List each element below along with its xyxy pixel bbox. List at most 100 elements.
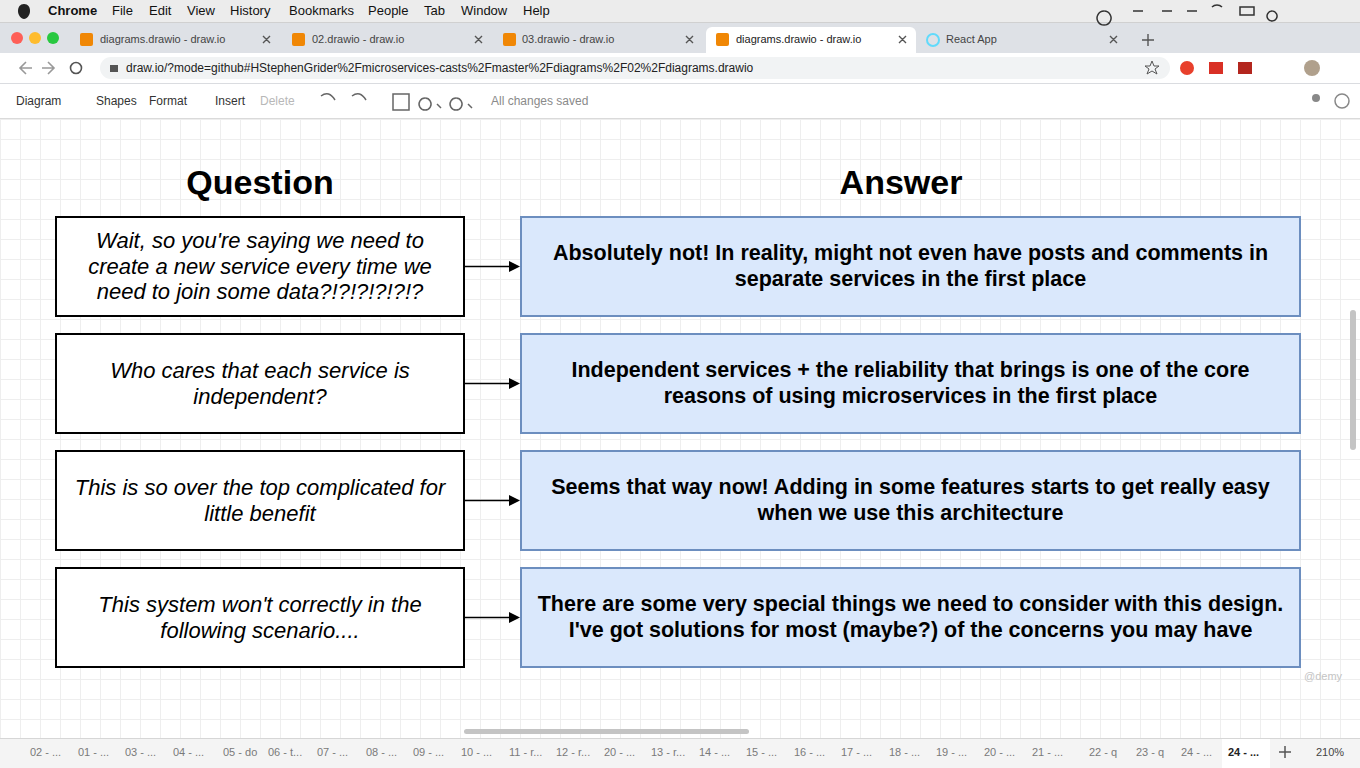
zoom-level: 210% <box>1316 746 1344 759</box>
lock <box>110 65 118 72</box>
tab-title: 02.drawio - draw.io <box>312 33 404 46</box>
min-dot <box>29 32 41 44</box>
menu-item: Help <box>523 3 550 19</box>
toolbar-item: Shapes <box>96 94 137 108</box>
answer-box: Seems that way now! Adding in some featu… <box>520 450 1301 551</box>
arrow-head <box>509 612 520 623</box>
page-tab: 11 - r... <box>509 746 542 759</box>
toolbar-item: Diagram <box>16 94 61 108</box>
favicon <box>80 33 93 46</box>
page-tab: 12 - r... <box>556 746 590 759</box>
page-tab: 03 - ... <box>125 746 156 759</box>
page-tab: 14 - ... <box>699 746 730 759</box>
page-tab: 15 - ... <box>746 746 777 759</box>
question-box: This is so over the top complicated for … <box>55 450 465 551</box>
tab-title: React App <box>946 33 997 46</box>
ext-icon <box>1209 62 1223 74</box>
page-tab: 13 - r... <box>651 746 685 759</box>
favicon <box>292 33 305 46</box>
reload <box>71 63 82 74</box>
toolbar-item: All changes saved <box>491 94 588 108</box>
tab-title: diagrams.drawio - draw.io <box>100 33 225 46</box>
tab-close <box>263 34 1154 46</box>
arrow-head <box>509 261 520 272</box>
ext-icon <box>1180 61 1194 75</box>
h-scrollbar <box>464 729 749 734</box>
max-dot <box>47 32 59 44</box>
page-tab: 09 - ... <box>413 746 444 759</box>
scrollbar <box>1350 310 1356 450</box>
toolbar-icons <box>321 94 472 110</box>
arrow-head <box>509 495 520 506</box>
favicon <box>503 33 516 46</box>
menu-item: Bookmarks <box>289 3 354 19</box>
connector-line <box>465 617 510 619</box>
arrow-head <box>509 378 520 389</box>
page-tab: 17 - ... <box>841 746 872 759</box>
menu-item: Tab <box>424 3 445 19</box>
apple-logo <box>18 4 30 19</box>
question-text: This is so over the top complicated for … <box>73 475 447 527</box>
menu-item: File <box>112 3 133 19</box>
page-tab: 21 - ... <box>1032 746 1063 759</box>
question-box: Wait, so you're saying we need to create… <box>55 216 465 317</box>
page-tab: 01 - ... <box>78 746 109 759</box>
toolbar-item: Insert <box>215 94 245 108</box>
status-icons <box>1097 5 1277 25</box>
answer-text: There are some very special things we ne… <box>534 592 1287 643</box>
page-tab: 04 - ... <box>173 746 204 759</box>
nav-arrows <box>20 62 54 74</box>
star <box>1145 61 1159 74</box>
page-tab: 20 - ... <box>604 746 635 759</box>
page-tab: 07 - ... <box>317 746 348 759</box>
toolbar <box>0 84 1360 119</box>
question-text: This system won't correctly in the follo… <box>73 592 447 644</box>
close-dot <box>11 32 23 44</box>
url-text: draw.io/?mode=github#HStephenGrider%2Fmi… <box>126 61 753 75</box>
page-tab: 05 - do <box>223 746 257 759</box>
menu-item: View <box>187 3 215 19</box>
arrow-connector <box>465 261 520 272</box>
connector-line <box>465 500 510 502</box>
page-tab: 08 - ... <box>366 746 397 759</box>
toolbar-item: Delete <box>260 94 295 108</box>
favicon <box>716 33 729 46</box>
answer-box: Absolutely not! In reality, might not ev… <box>520 216 1301 317</box>
user-icon <box>1312 94 1320 102</box>
react-favicon <box>927 34 939 46</box>
page-tab: 23 - q <box>1136 746 1164 759</box>
menu-item: Chrome <box>48 3 97 19</box>
answer-text: Absolutely not! In reality, might not ev… <box>534 241 1287 292</box>
page-tab: 22 - q <box>1089 746 1117 759</box>
column-heading: Answer <box>840 162 963 203</box>
page-tab: 02 - ... <box>30 746 61 759</box>
answer-text: Independent services + the reliability t… <box>534 358 1287 409</box>
toolbar-item: Format <box>149 94 187 108</box>
tab-title: 03.drawio - draw.io <box>522 33 614 46</box>
page-tab: 16 - ... <box>794 746 825 759</box>
question-text: Wait, so you're saying we need to create… <box>73 228 447 306</box>
arrow-connector <box>465 378 520 389</box>
connector-line <box>465 383 510 385</box>
column-heading: Question <box>186 162 333 203</box>
menu-item: Window <box>461 3 507 19</box>
page-tab: 18 - ... <box>889 746 920 759</box>
ext-icon <box>1238 62 1252 74</box>
question-box: This system won't correctly in the follo… <box>55 567 465 668</box>
menu-item: People <box>368 3 408 19</box>
globe-icon <box>1335 94 1349 108</box>
connector-line <box>465 266 510 268</box>
page-tab: 06 - t... <box>268 746 302 759</box>
page-tab: 10 - ... <box>461 746 492 759</box>
page-tab: 19 - ... <box>936 746 967 759</box>
question-text: Who cares that each service is independe… <box>73 358 447 410</box>
question-box: Who cares that each service is independe… <box>55 333 465 434</box>
menu-item: Edit <box>149 3 171 19</box>
answer-text: Seems that way now! Adding in some featu… <box>534 475 1287 526</box>
page-tab: 20 - ... <box>984 746 1015 759</box>
answer-box: There are some very special things we ne… <box>520 567 1301 668</box>
arrow-connector <box>465 495 520 506</box>
add-page <box>1279 746 1291 758</box>
page-tab: 24 - ... <box>1181 746 1212 759</box>
avatar <box>1304 60 1320 76</box>
